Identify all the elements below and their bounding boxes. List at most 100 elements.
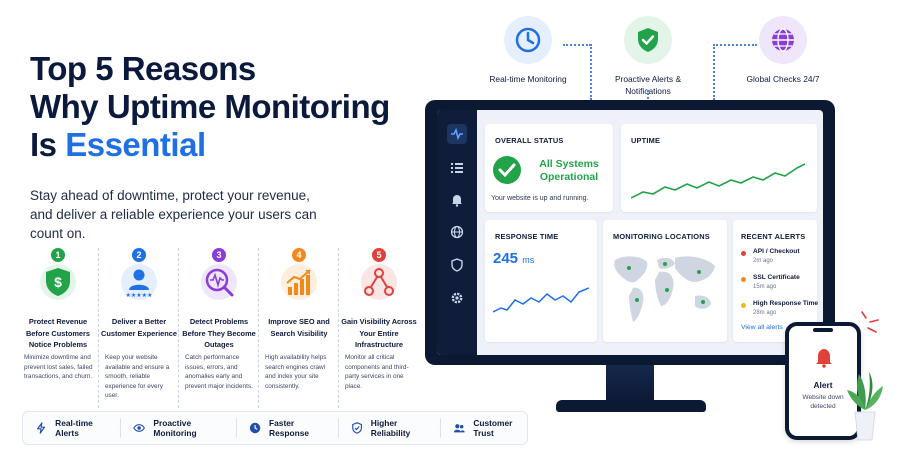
connector-line bbox=[563, 44, 591, 46]
alert-time: 28m ago bbox=[753, 310, 777, 316]
bell-icon[interactable] bbox=[447, 190, 467, 210]
card-title: OVERALL STATUS bbox=[495, 136, 564, 145]
feature-label: Higher Reliability bbox=[370, 418, 411, 438]
process-real-time-monitoring: Real-time Monitoring bbox=[483, 16, 573, 86]
pulse-icon[interactable] bbox=[447, 124, 467, 144]
list-icon[interactable] bbox=[447, 158, 467, 178]
response-value: 245 bbox=[493, 250, 519, 267]
monitoring-locations-card: MONITORING LOCATIONS bbox=[603, 220, 727, 342]
bell-icon bbox=[816, 349, 832, 368]
title-line-1: Top 5 Reasons bbox=[30, 50, 256, 87]
reason-4-desc: High availability helps search engines c… bbox=[265, 354, 327, 390]
svg-text:$: $ bbox=[54, 274, 62, 290]
monitor-stand bbox=[606, 365, 654, 403]
dashboard-screen: OVERALL STATUS All Systems Operational Y… bbox=[437, 110, 823, 355]
monitor-base bbox=[556, 400, 706, 412]
process-label: Global Checks 24/7 bbox=[746, 74, 820, 84]
card-title: RESPONSE TIME bbox=[495, 232, 559, 241]
response-sparkline bbox=[493, 287, 589, 313]
globe-icon[interactable] bbox=[447, 222, 467, 242]
reason-2: 2 ★★★★★ Deliver a Better Customer Experi… bbox=[98, 248, 178, 408]
response-time-card: RESPONSE TIME 245 ms bbox=[485, 220, 597, 342]
uptime-sparkline bbox=[631, 163, 805, 199]
title-line-2: Why Uptime Monitoring bbox=[30, 88, 390, 125]
feature-label: Faster Response bbox=[269, 418, 310, 438]
status-note: Your website is up and running. bbox=[491, 195, 589, 202]
shield-icon[interactable] bbox=[447, 255, 467, 275]
user-rating-icon: ★★★★★ bbox=[121, 264, 157, 300]
reason-1-desc: Minimize downtime and prevent lost sales… bbox=[24, 354, 93, 381]
card-title: MONITORING LOCATIONS bbox=[613, 232, 710, 241]
connector-line bbox=[590, 44, 592, 100]
subtitle: Stay ahead of downtime, protect your rev… bbox=[30, 188, 317, 241]
alert-item[interactable]: API / Checkout 2m ago bbox=[741, 248, 815, 274]
reason-4-title: Improve SEO and Search Visibility bbox=[268, 317, 330, 338]
reason-3-number: 3 bbox=[212, 248, 226, 262]
reason-3-title: Detect Problems Before They Become Outag… bbox=[182, 317, 256, 349]
reason-5: 5 Gain Visibility Across Your Entire Inf… bbox=[338, 248, 418, 408]
page-title: Top 5 Reasons Why Uptime Monitoring Is E… bbox=[30, 50, 410, 164]
process-global-checks: Global Checks 24/7 bbox=[738, 16, 828, 86]
reason-2-title: Deliver a Better Customer Experience bbox=[101, 317, 177, 338]
reason-1: 1 $ Protect Revenue Before Customers Not… bbox=[18, 248, 98, 408]
alert-dot bbox=[741, 303, 746, 308]
gear-icon[interactable] bbox=[447, 288, 467, 308]
clock-icon bbox=[249, 422, 261, 434]
monitor: OVERALL STATUS All Systems Operational Y… bbox=[425, 100, 835, 365]
magnifier-pulse-icon bbox=[201, 264, 237, 300]
reason-3-desc: Catch performance issues, errors, and an… bbox=[185, 354, 253, 390]
connector-line bbox=[713, 44, 715, 100]
reason-1-title: Protect Revenue Before Customers Notice … bbox=[25, 317, 91, 349]
alert-time: 15m ago bbox=[753, 284, 777, 290]
alert-dot bbox=[741, 251, 746, 256]
view-all-alerts-link[interactable]: View all alerts → bbox=[741, 324, 792, 331]
phone-notch bbox=[813, 328, 833, 332]
phone-alert-title: Alert bbox=[813, 380, 833, 390]
alert-item[interactable]: SSL Certificate 15m ago bbox=[741, 274, 815, 300]
connector-line bbox=[647, 90, 649, 102]
card-title: RECENT ALERTS bbox=[741, 232, 806, 241]
alert-name: SSL Certificate bbox=[753, 274, 800, 281]
eye-icon bbox=[133, 424, 146, 432]
network-nodes-icon bbox=[361, 264, 397, 300]
alert-list: API / Checkout 2m ago SSL Certificate 15… bbox=[741, 248, 819, 326]
users-icon bbox=[454, 424, 465, 433]
process-proactive-alerts: Proactive Alerts & Notifications bbox=[603, 16, 693, 97]
response-unit: ms bbox=[522, 255, 535, 265]
clock-icon bbox=[504, 16, 552, 64]
lightning-icon bbox=[37, 422, 46, 434]
uptime-card: UPTIME bbox=[621, 124, 817, 212]
shield-check-icon bbox=[351, 422, 362, 434]
dollar-shield-icon: $ bbox=[40, 264, 76, 300]
reason-2-desc: Keep your website available and ensure a… bbox=[105, 354, 170, 400]
growth-chart-icon bbox=[281, 264, 317, 300]
overall-status-card: OVERALL STATUS All Systems Operational Y… bbox=[485, 124, 613, 212]
features-bar: Real-time Alerts Proactive Monitoring Fa… bbox=[22, 411, 528, 445]
reason-5-number: 5 bbox=[372, 248, 386, 262]
reason-5-desc: Monitor all critical components and thir… bbox=[345, 354, 409, 390]
status-text: All Systems Operational bbox=[539, 158, 599, 183]
feature-faster-response: Faster Response bbox=[235, 418, 328, 438]
reason-3: 3 Detect Problems Before They Become Out… bbox=[178, 248, 258, 408]
shield-check-icon bbox=[624, 16, 672, 64]
phone-alert-message: Website down detected bbox=[802, 394, 844, 410]
feature-higher-reliability: Higher Reliability bbox=[337, 418, 431, 438]
recent-alerts-card: RECENT ALERTS API / Checkout 2m ago SSL … bbox=[733, 220, 819, 342]
globe-icon bbox=[759, 16, 807, 64]
response-time-value: 245 ms bbox=[493, 250, 534, 267]
card-title: UPTIME bbox=[631, 136, 661, 145]
feature-label: Real-time Alerts bbox=[55, 418, 93, 438]
title-accent-word: Essential bbox=[65, 126, 206, 163]
check-circle-icon bbox=[493, 156, 521, 184]
reason-2-number: 2 bbox=[132, 248, 146, 262]
feature-label: Customer Trust bbox=[473, 418, 513, 438]
reason-5-title: Gain Visibility Across Your Entire Infra… bbox=[341, 317, 417, 349]
alert-dot bbox=[741, 277, 746, 282]
alert-time: 2m ago bbox=[753, 258, 774, 264]
alert-name: High Response Time bbox=[753, 300, 819, 307]
alert-name: API / Checkout bbox=[753, 248, 800, 255]
feature-proactive-monitoring: Proactive Monitoring bbox=[120, 418, 226, 438]
reasons-row: 1 $ Protect Revenue Before Customers Not… bbox=[18, 248, 418, 408]
alert-item[interactable]: High Response Time 28m ago bbox=[741, 300, 819, 326]
connector-line bbox=[713, 44, 757, 46]
